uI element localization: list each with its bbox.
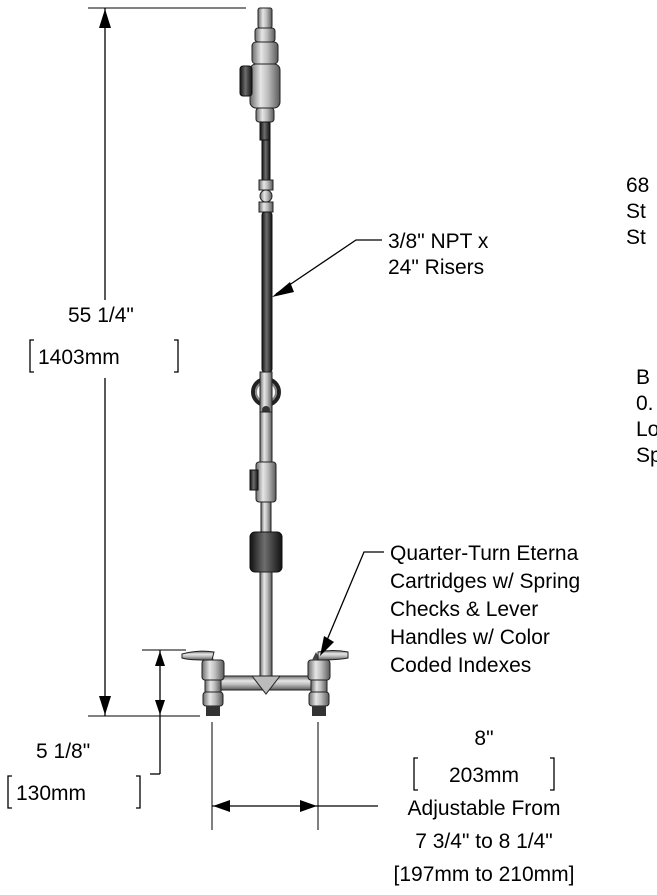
cropped-note-upper: 68 St St <box>626 174 649 249</box>
centers-imperial: 8" <box>474 727 493 750</box>
height-dimension: 55 1/4" 1403mm <box>29 7 246 717</box>
cropped-note-lower-line-3: Lo <box>636 418 657 441</box>
cartridge-note-line-5: Coded Indexes <box>390 654 531 677</box>
cartridge-note-line-1: Quarter-Turn Eterna <box>390 542 579 565</box>
spray-valve <box>239 7 281 141</box>
centers-dimension: 8" 203mm Adjustable From 7 3/4" to 8 1/4… <box>211 722 575 886</box>
cropped-note-upper-line-2: St <box>626 200 646 223</box>
right-valve <box>307 650 349 716</box>
deck-base <box>211 675 321 695</box>
riser-note-line-1: 3/8" NPT x <box>388 230 489 253</box>
riser-callout: 3/8" NPT x 24" Risers <box>272 230 489 297</box>
base-height-metric: 130mm <box>16 782 86 805</box>
centers-metric: 203mm <box>449 764 519 787</box>
upper-hose <box>258 139 274 373</box>
hose-bracket <box>251 371 281 414</box>
lower-assembly <box>249 411 283 573</box>
height-metric: 1403mm <box>38 346 120 369</box>
cropped-note-lower-line-2: 0. <box>636 392 654 415</box>
base-height-dimension: 5 1/8" 130mm <box>7 649 186 809</box>
cropped-note-lower-line-1: B <box>636 366 650 389</box>
cropped-note-lower: B 0. Lo Sp <box>636 366 657 467</box>
riser-note-line-2: 24" Risers <box>388 256 484 279</box>
cropped-note-upper-line-1: 68 <box>626 174 649 197</box>
faucet-assembly <box>181 7 349 716</box>
base-height-imperial: 5 1/8" <box>36 740 90 763</box>
cartridge-note-line-3: Checks & Lever <box>390 598 538 621</box>
left-valve <box>181 650 225 716</box>
adjustable-line-2: 7 3/4" to 8 1/4" <box>415 830 553 853</box>
cartridge-callout: Quarter-Turn Eterna Cartridges w/ Spring… <box>320 542 580 677</box>
cropped-note-lower-line-4: Sp <box>636 444 657 467</box>
riser-pipe <box>259 571 273 683</box>
adjustable-line-3: [197mm to 210mm] <box>394 863 575 886</box>
cartridge-note-line-4: Handles w/ Color <box>390 626 550 649</box>
cartridge-note-line-2: Cartridges w/ Spring <box>390 570 580 593</box>
adjustable-line-1: Adjustable From <box>408 797 561 820</box>
cropped-note-upper-line-3: St <box>626 226 646 249</box>
height-imperial: 55 1/4" <box>68 304 134 327</box>
